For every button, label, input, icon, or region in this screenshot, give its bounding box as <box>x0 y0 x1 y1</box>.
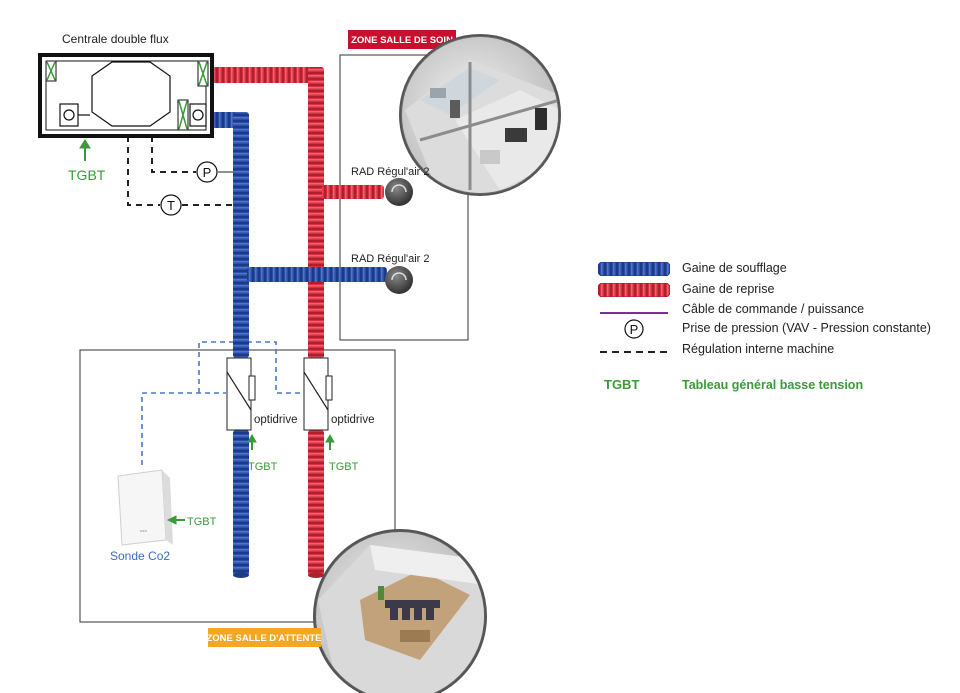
fan-icon <box>59 103 90 127</box>
legend-return: Gaine de reprise <box>598 281 948 299</box>
legend-tgbt-abbr: TGBT <box>604 377 640 392</box>
power-arrow-icon <box>166 515 185 525</box>
waiting-room-illustration <box>313 529 487 693</box>
power-arrow-icon <box>79 139 91 161</box>
central-unit[interactable] <box>38 53 214 138</box>
waiting-room-zone-tag <box>208 628 321 647</box>
co2-sensor-label: Sonde Co2 <box>110 549 170 563</box>
return-duct-swatch <box>598 283 670 297</box>
return-duct <box>212 67 384 578</box>
optidrive-return-damper[interactable] <box>303 357 333 431</box>
legend-pressure: P Prise de pression (VAV - Pression cons… <box>598 319 948 339</box>
svg-text:•••••: ••••• <box>140 528 148 533</box>
svg-text:P: P <box>203 165 212 180</box>
power-arrow-icon <box>247 433 335 450</box>
legend-supply: Gaine de soufflage <box>598 260 948 278</box>
legend-regulation-label: Régulation interne machine <box>682 342 835 356</box>
fan-icon <box>189 103 207 127</box>
optidrive-return-tgbt: TGBT <box>329 461 359 473</box>
regulation-dash-swatch <box>600 351 668 353</box>
control-cable-swatch <box>600 312 668 314</box>
temperature-sensor[interactable]: T <box>160 194 182 216</box>
central-unit-title: Centrale double flux <box>62 32 169 46</box>
svg-text:P: P <box>630 322 639 337</box>
legend-regulation: Régulation interne machine <box>598 341 948 359</box>
svg-text:T: T <box>167 198 175 213</box>
heat-exchanger-icon <box>91 61 171 127</box>
co2-tgbt-label: TGBT <box>187 516 217 528</box>
optidrive-supply-label: optidrive <box>254 414 297 426</box>
rad-upper-label: RAD Régul'air 2 <box>351 166 430 178</box>
pressure-symbol-icon: P <box>624 319 644 339</box>
legend-cable-label: Câble de commande / puissance <box>682 302 865 316</box>
care-room-zone-tag <box>348 30 456 49</box>
rad-lower-label: RAD Régul'air 2 <box>351 253 430 265</box>
legend-cable: Câble de commande / puissance <box>598 301 948 319</box>
care-room-zone-label: ZONE SALLE DE SOIN <box>351 35 453 46</box>
rad-diffuser-icon[interactable] <box>385 266 413 294</box>
legend-pressure-label: Prise de pression (VAV - Pression consta… <box>682 321 931 335</box>
internal-regulation-lines <box>127 136 240 206</box>
legend-return-label: Gaine de reprise <box>682 282 775 296</box>
supply-duct-swatch <box>598 262 670 276</box>
care-room-illustration <box>399 34 561 196</box>
waiting-room-zone-label: ZONE SALLE D'ATTENTE <box>206 633 321 644</box>
legend-tgbt-text: Tableau général basse tension <box>682 378 864 392</box>
legend-tgbt: TGBT Tableau général basse tension <box>598 377 948 395</box>
optidrive-supply-tgbt: TGBT <box>248 461 278 473</box>
rad-diffuser-icon[interactable] <box>385 178 413 206</box>
optidrive-return-label: optidrive <box>331 414 374 426</box>
co2-sensor-device[interactable]: ••••• <box>117 469 173 546</box>
central-tgbt-label: TGBT <box>68 167 106 183</box>
control-dashed-lines <box>141 341 306 465</box>
optidrive-supply-damper[interactable] <box>226 357 256 431</box>
legend-supply-label: Gaine de soufflage <box>682 261 787 275</box>
supply-duct <box>212 112 387 578</box>
pressure-sensor[interactable]: P <box>196 161 218 183</box>
